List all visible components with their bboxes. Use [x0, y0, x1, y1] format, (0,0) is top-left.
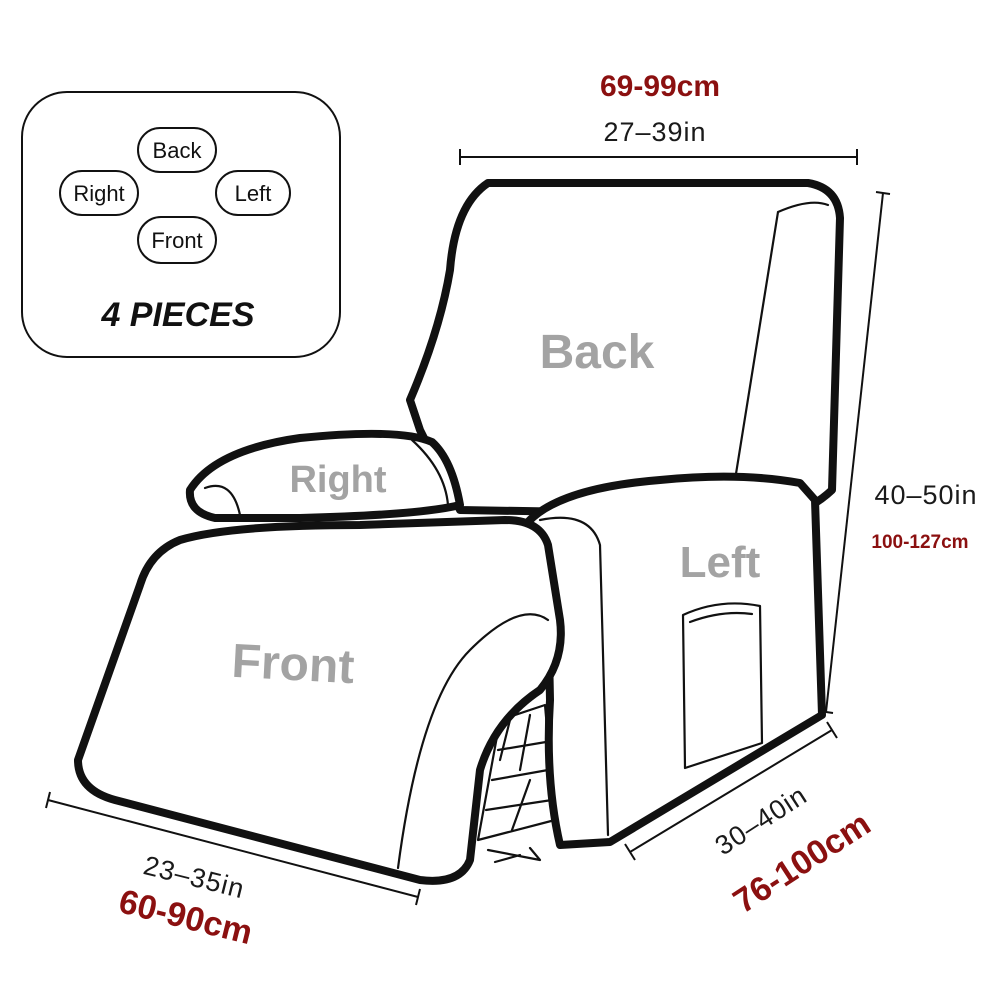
legend-title: 4 PIECES: [100, 296, 254, 334]
legend-pill-front-label: Front: [151, 228, 202, 253]
recliner-mechanism: [476, 703, 557, 864]
width-cm-label: 69-99cm: [600, 70, 720, 103]
legend-pill-back: [137, 127, 217, 173]
left-pocket-rim: [688, 611, 754, 624]
right-arm-front-line: [203, 484, 242, 517]
legend: Back Right Left Front 4 PIECES: [21, 91, 341, 358]
recliner-drawing: Back Right Left Front: [74, 179, 844, 885]
legend-pill-front: [137, 216, 217, 264]
legend-pill-left-label: Left: [235, 181, 272, 206]
left-piece-label: Left: [680, 538, 761, 587]
left-arm-outline: [524, 472, 826, 849]
right-piece-label: Right: [289, 459, 386, 501]
height-cm-label: 100-127cm: [871, 532, 968, 553]
legend-pill-back-label: Back: [153, 138, 203, 163]
height-in-label: 40–50in: [874, 480, 977, 510]
back-piece-label: Back: [540, 326, 655, 379]
width-dimension: 69-99cm 27–39in: [459, 70, 858, 165]
legend-pill-right-label: Right: [73, 181, 124, 206]
footrest-dimension-line: [47, 799, 419, 898]
right-arm-back-line: [410, 438, 450, 507]
front-piece-label: Front: [230, 635, 355, 694]
height-dimension-line: [825, 192, 884, 713]
front-piece-side-line: [396, 613, 550, 870]
front-piece-outline: [74, 516, 565, 885]
width-in-label: 27–39in: [603, 117, 706, 147]
height-dimension: 40–50in 100-127cm: [818, 191, 977, 714]
legend-pill-right: [59, 170, 139, 216]
back-piece-outline: [406, 179, 844, 520]
depth-dimension-line: [629, 729, 833, 853]
legend-pill-left: [215, 170, 291, 216]
left-arm-front-line: [538, 516, 610, 837]
back-side-panel-line: [733, 201, 830, 482]
left-side-pocket: [681, 602, 764, 770]
right-arm-outline: [185, 429, 464, 522]
